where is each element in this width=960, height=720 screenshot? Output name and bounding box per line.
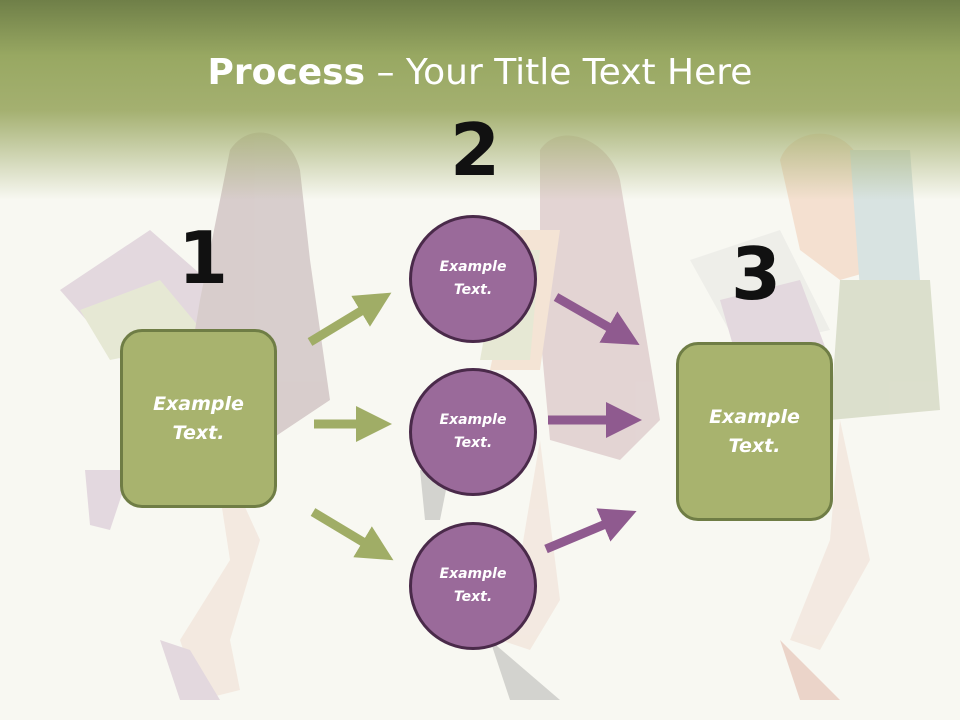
arrow-1-to-bottom — [310, 508, 394, 561]
step-number-3: 3 — [731, 232, 782, 316]
arrow-bottom-to-3 — [544, 508, 637, 554]
step-2-circle-middle: Example Text. — [409, 368, 537, 496]
step-2-label-bottom: Example Text. — [439, 566, 507, 605]
arrow-top-to-3 — [553, 293, 640, 345]
step-3-label: Example Text. — [709, 405, 800, 457]
arrow-1-to-top — [307, 292, 392, 346]
step-3-box: Example Text. — [676, 342, 833, 521]
step-2-circle-top: Example Text. — [409, 215, 537, 343]
title-rest: – Your Title Text Here — [365, 52, 753, 93]
step-2-circle-bottom: Example Text. — [409, 522, 537, 650]
slide-title: Process – Your Title Text Here — [0, 52, 960, 93]
step-2-label-top: Example Text. — [439, 259, 507, 298]
header-band — [0, 0, 960, 200]
title-bold: Process — [207, 52, 366, 93]
step-1-label: Example Text. — [153, 392, 244, 444]
step-2-label-middle: Example Text. — [439, 412, 507, 451]
step-number-2: 2 — [450, 108, 501, 192]
step-number-1: 1 — [178, 216, 229, 300]
step-1-box: Example Text. — [120, 329, 277, 508]
